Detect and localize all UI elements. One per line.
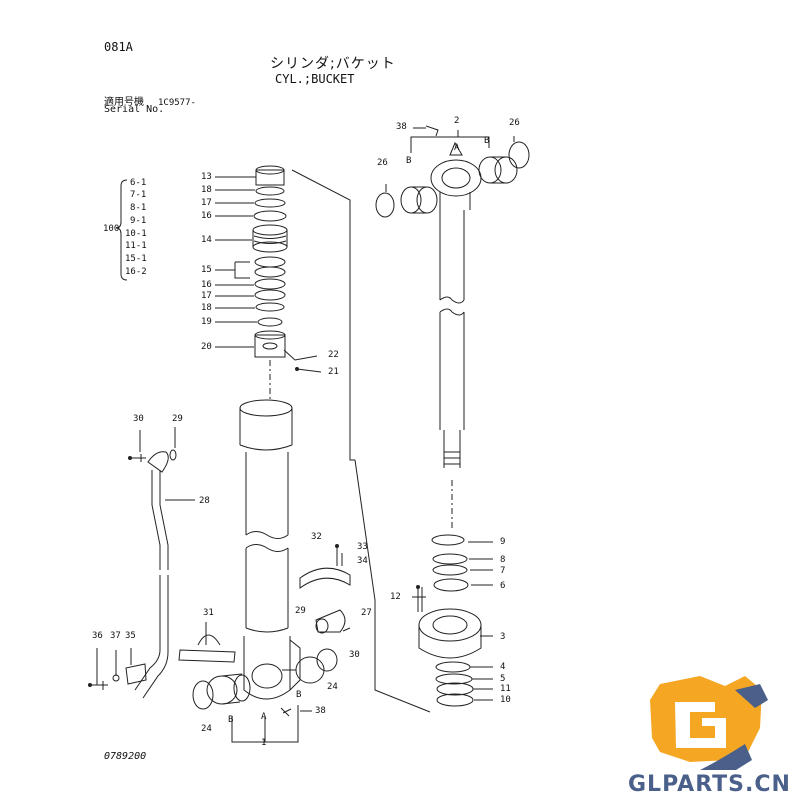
callout: 12	[390, 592, 401, 602]
kit-item: 16-2	[125, 267, 147, 277]
callout: 18	[201, 185, 212, 195]
callout: B	[406, 156, 412, 166]
callout: 4	[500, 662, 506, 672]
callout: 34	[357, 556, 368, 566]
callout: 3	[500, 632, 506, 642]
callout: 31	[203, 608, 214, 618]
callout: 38	[396, 122, 407, 132]
callout: 2	[454, 116, 460, 126]
drawing-number: 0789200	[104, 751, 147, 762]
callout: 6	[500, 581, 506, 591]
callout: 21	[328, 367, 339, 377]
callout: 19	[201, 317, 212, 327]
callout: 30	[133, 414, 144, 424]
callout: 30	[349, 650, 360, 660]
kit-item: 6-1	[130, 178, 147, 188]
callout: 15	[201, 265, 212, 275]
callout: A	[261, 712, 267, 722]
kit-item: 7-1	[130, 190, 147, 200]
callout: 17	[201, 291, 212, 301]
callout: 22	[328, 350, 339, 360]
callout: 13	[201, 172, 212, 182]
callout: 28	[199, 496, 210, 506]
callout: 26	[377, 158, 388, 168]
callout: 29	[172, 414, 183, 424]
callout: 10	[500, 695, 511, 705]
callout: 7	[500, 566, 506, 576]
callout: A	[454, 143, 460, 153]
page-code: 081A	[104, 40, 133, 54]
callout: 18	[201, 303, 212, 313]
callout: 16	[201, 280, 212, 290]
callout: 14	[201, 235, 212, 245]
callout: B	[228, 715, 234, 725]
logo-text: GLPARTS.CN	[628, 772, 791, 797]
kit-item: 9-1	[130, 216, 147, 226]
kit-number: 100	[103, 224, 120, 234]
kit-item: 10-1	[125, 229, 147, 239]
callout: 1	[261, 738, 267, 748]
callout: 27	[361, 608, 372, 618]
serial-label: Serial No.	[104, 104, 165, 115]
callout: 36	[92, 631, 103, 641]
callout: 35	[125, 631, 136, 641]
kit-item: 8-1	[130, 203, 147, 213]
callout: 37	[110, 631, 121, 641]
callout: 33	[357, 542, 368, 552]
callout: 38	[315, 706, 326, 716]
callout: B	[484, 136, 490, 146]
logo-gear-icon	[650, 676, 768, 770]
callout: 5	[500, 674, 506, 684]
kit-item: 11-1	[125, 241, 147, 251]
callout: 24	[327, 682, 338, 692]
serial-value: 1C9577-	[158, 98, 196, 108]
callout: 9	[500, 537, 506, 547]
title-japanese: シリンダ;バケット	[270, 56, 396, 72]
callout: 11	[500, 684, 511, 694]
callout: 20	[201, 342, 212, 352]
callout: B	[296, 690, 302, 700]
callout: 24	[201, 724, 212, 734]
callout: 29	[295, 606, 306, 616]
applicable-label: 適用号機	[104, 97, 144, 108]
title-english: CYL.;BUCKET	[275, 72, 355, 86]
callout: 8	[500, 555, 506, 565]
callout: 32	[311, 532, 322, 542]
callout: 26	[509, 118, 520, 128]
kit-item: 15-1	[125, 254, 147, 264]
callout: 16	[201, 211, 212, 221]
callout: 17	[201, 198, 212, 208]
